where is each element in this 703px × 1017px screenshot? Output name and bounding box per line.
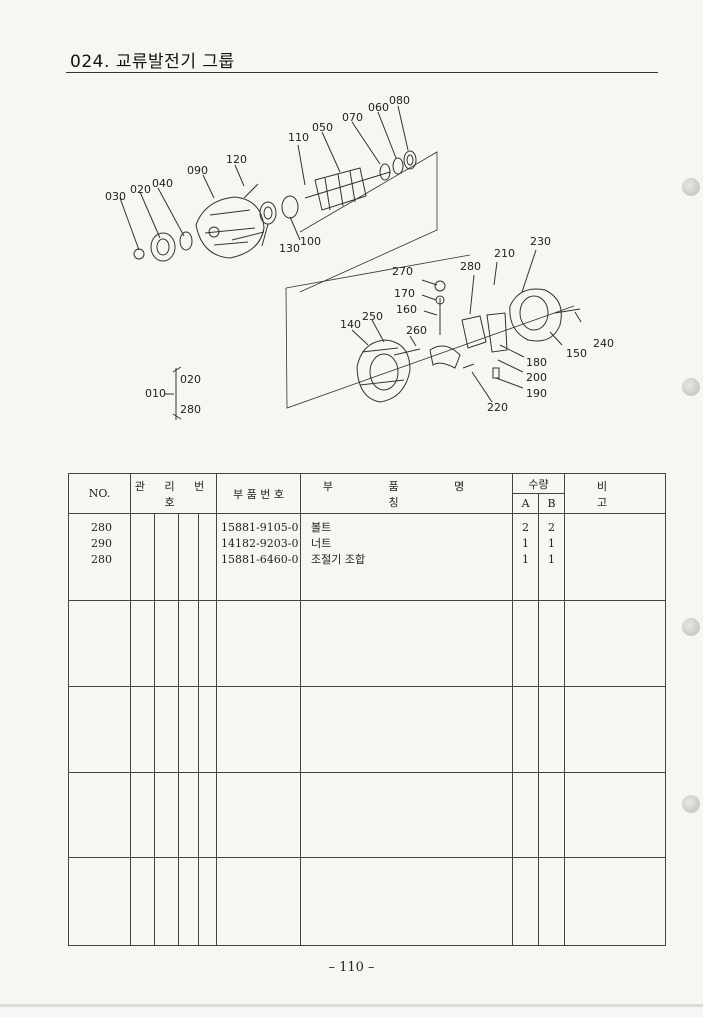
svg-text:170: 170 bbox=[394, 287, 415, 300]
svg-text:120: 120 bbox=[226, 153, 247, 166]
header-remarks: 비 고 bbox=[564, 472, 667, 515]
header-qty-a: A bbox=[512, 493, 540, 515]
binder-punch-hole bbox=[682, 178, 700, 196]
title-rule bbox=[66, 72, 658, 73]
empty-row-group bbox=[68, 771, 667, 858]
qty-b-cell: 2 1 1 bbox=[538, 513, 566, 602]
header-mgmt-number: 관 리 번 호 bbox=[129, 472, 218, 515]
scan-edge bbox=[0, 1004, 703, 1007]
remarks-cell bbox=[564, 513, 667, 602]
part-number-cell: 15881-9105-0 14182-9203-0 15881-6460-0 bbox=[216, 513, 302, 602]
svg-text:190: 190 bbox=[526, 387, 547, 400]
table-row-qty-a: 1 bbox=[522, 553, 530, 567]
mgmt-cell bbox=[178, 513, 199, 602]
qty-a-cell: 2 1 1 bbox=[512, 513, 540, 602]
table-row-name: 너트 bbox=[311, 537, 332, 551]
svg-text:130: 130 bbox=[279, 242, 300, 255]
page-number: – 110 – bbox=[328, 960, 375, 975]
svg-text:040: 040 bbox=[152, 177, 173, 190]
header-part-number: 부 품 번 호 bbox=[216, 472, 302, 515]
svg-text:200: 200 bbox=[526, 371, 547, 384]
header-part-name: 부 품 명 칭 bbox=[300, 472, 514, 515]
empty-row-group bbox=[68, 686, 667, 773]
table-row-part-number: 14182-9203-0 bbox=[221, 537, 299, 551]
svg-text:020: 020 bbox=[180, 373, 201, 386]
svg-text:080: 080 bbox=[389, 94, 410, 107]
svg-text:210: 210 bbox=[494, 247, 515, 260]
mgmt-cell bbox=[130, 513, 155, 602]
svg-text:050: 050 bbox=[312, 121, 333, 134]
binder-punch-hole bbox=[682, 378, 700, 396]
svg-text:260: 260 bbox=[406, 324, 427, 337]
svg-text:270: 270 bbox=[392, 265, 413, 278]
svg-text:020: 020 bbox=[130, 183, 151, 196]
header-quantity: 수량 bbox=[512, 472, 566, 495]
mgmt-cell bbox=[197, 513, 218, 602]
svg-text:220: 220 bbox=[487, 401, 508, 414]
table-row-qty-b: 2 bbox=[548, 521, 556, 535]
svg-text:010: 010 bbox=[145, 387, 166, 400]
table-row-name: 볼트 bbox=[311, 521, 332, 535]
no-cell: 280 290 280 bbox=[68, 513, 131, 602]
mgmt-cell bbox=[154, 513, 179, 602]
svg-text:100: 100 bbox=[300, 235, 321, 248]
svg-text:140: 140 bbox=[340, 318, 361, 331]
table-row-no: 290 bbox=[91, 537, 112, 551]
table-row-qty-a: 2 bbox=[522, 521, 530, 535]
parts-table: NO. 관 리 번 호 부 품 번 호 부 품 명 칭 수량 비 고 A B 2… bbox=[68, 472, 667, 947]
header-qty-b: B bbox=[538, 493, 566, 515]
binder-punch-hole bbox=[682, 618, 700, 636]
header-no: NO. bbox=[68, 472, 131, 515]
svg-text:180: 180 bbox=[526, 356, 547, 369]
alternator-exploded-diagram: 030 020 040 090 120 110 050 070 060 080 … bbox=[105, 94, 614, 420]
svg-text:280: 280 bbox=[460, 260, 481, 273]
svg-text:240: 240 bbox=[593, 337, 614, 350]
binder-punch-hole bbox=[682, 795, 700, 813]
table-row-part-number: 15881-9105-0 bbox=[221, 521, 299, 535]
table-row-qty-b: 1 bbox=[548, 553, 556, 567]
svg-text:150: 150 bbox=[566, 347, 587, 360]
svg-text:060: 060 bbox=[368, 101, 389, 114]
empty-row-group bbox=[68, 856, 667, 947]
svg-text:280: 280 bbox=[180, 403, 201, 416]
svg-text:230: 230 bbox=[530, 235, 551, 248]
svg-text:030: 030 bbox=[105, 190, 126, 203]
table-row-qty-b: 1 bbox=[548, 537, 556, 551]
table-row-no: 280 bbox=[91, 521, 112, 535]
svg-text:070: 070 bbox=[342, 111, 363, 124]
svg-text:160: 160 bbox=[396, 303, 417, 316]
table-row-qty-a: 1 bbox=[522, 537, 530, 551]
svg-text:090: 090 bbox=[187, 164, 208, 177]
table-row-no: 280 bbox=[91, 553, 112, 567]
table-row-name: 조절기 조합 bbox=[311, 553, 366, 567]
empty-row-group bbox=[68, 600, 667, 688]
page-title: 024. 교류발전기 그룹 bbox=[70, 52, 235, 72]
part-name-cell: 볼트 너트 조절기 조합 bbox=[300, 513, 514, 602]
table-row-part-number: 15881-6460-0 bbox=[221, 553, 299, 567]
svg-text:250: 250 bbox=[362, 310, 383, 323]
svg-text:110: 110 bbox=[288, 131, 309, 144]
